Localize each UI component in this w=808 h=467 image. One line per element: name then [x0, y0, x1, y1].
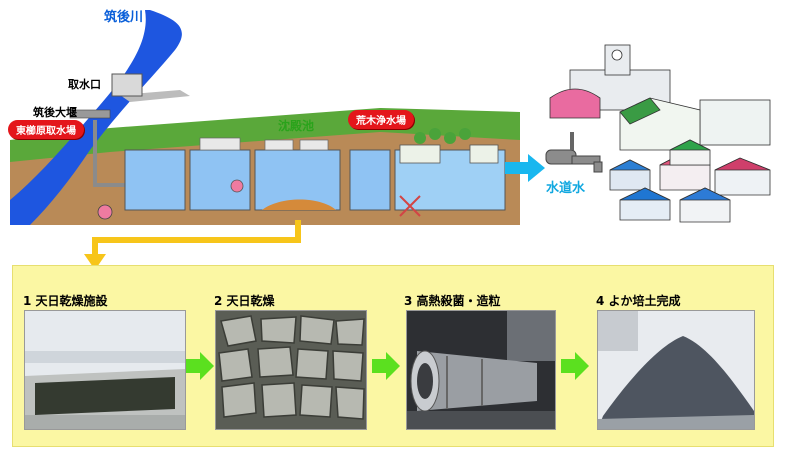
water-out-arrow	[505, 154, 545, 182]
plant-badge: 荒木浄水場	[348, 110, 414, 129]
step-4-title: 4 よか培土完成	[596, 294, 681, 308]
step-2-photo	[215, 310, 367, 430]
step-arrow-3	[561, 352, 589, 380]
tap-water-label: 水道水	[546, 181, 586, 196]
intake-label: 取水口	[68, 78, 101, 91]
sedimentation-label: 沈殿池	[278, 119, 315, 133]
faucet-icon	[545, 132, 603, 173]
step-3-photo	[406, 310, 556, 430]
step-3-title: 3 高熱殺菌・造粒	[404, 294, 501, 308]
river-label: 筑後川	[104, 10, 144, 25]
step-2-title: 2 天日乾燥	[214, 294, 275, 308]
weir-label: 筑後大堰	[33, 106, 77, 119]
plant-diagram	[10, 10, 771, 265]
step-arrow-2	[372, 352, 400, 380]
intake-station-badge: 東櫛原取水場	[8, 120, 84, 139]
step-arrow-1	[186, 352, 214, 380]
step-1-title: 1 天日乾燥施設	[23, 294, 108, 308]
step-4-photo	[597, 310, 755, 430]
town-illustration	[549, 44, 771, 223]
step-1-photo	[24, 310, 186, 430]
sludge-flow-arrow	[84, 254, 106, 265]
